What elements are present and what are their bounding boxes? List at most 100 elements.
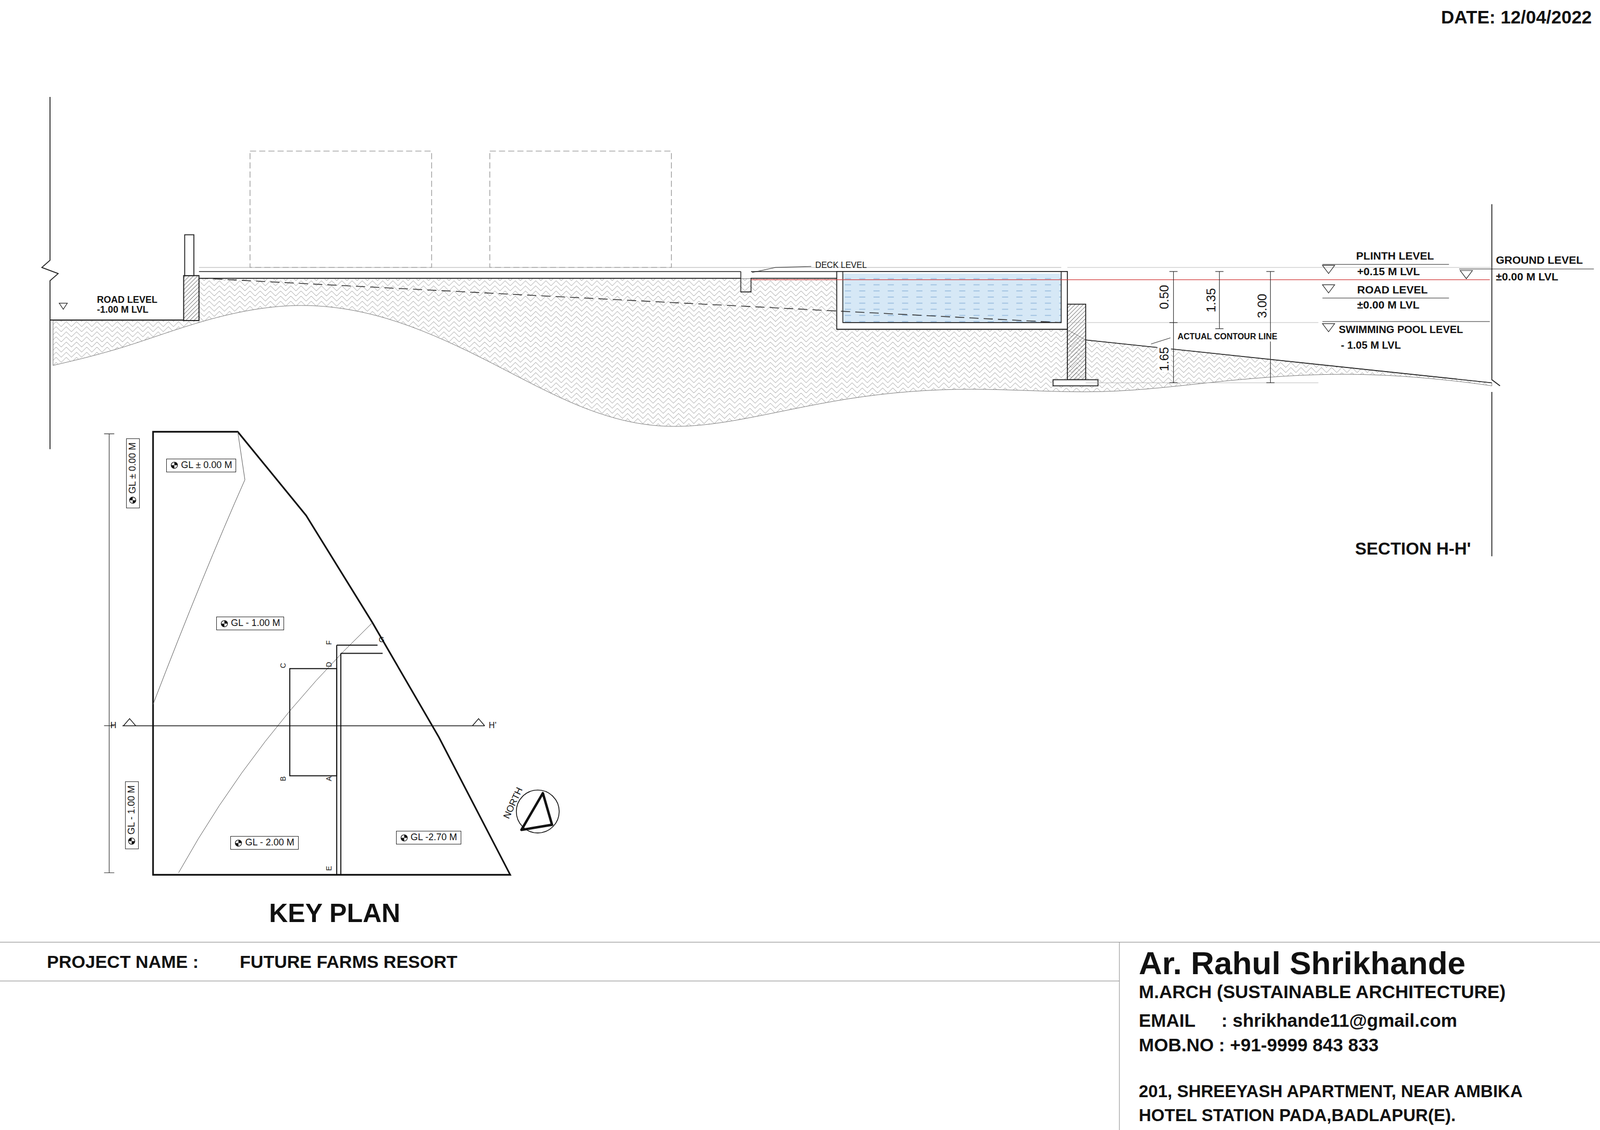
office-address: 201, SHREEYASH APARTMENT, NEAR AMBIKA HO… (1138, 1079, 1582, 1128)
wall-post (184, 234, 194, 276)
dimension-line (1266, 271, 1275, 383)
plan-title: KEY PLAN (268, 899, 401, 928)
section-marker (123, 718, 485, 726)
deck-step (740, 271, 837, 292)
callout-label: ACTUAL CONTOUR LINE (1176, 331, 1278, 342)
project-name: FUTURE FARMS RESORT (239, 952, 458, 972)
contour-line (1085, 339, 1492, 383)
title-field: PROJECT NAME : (46, 952, 199, 972)
level-symbol (171, 462, 178, 469)
contact-field: EMAIL (1138, 1010, 1196, 1031)
pool-water (842, 273, 1062, 323)
pool-wall (836, 271, 1067, 330)
level-text: GL -2.70 M (410, 832, 458, 844)
level-line (1322, 264, 1594, 322)
level-text: GL - 1.00 M (126, 785, 138, 835)
level-symbol (235, 839, 242, 846)
level-label: SWIMMING POOL LEVEL (1338, 323, 1464, 336)
north-symbol (516, 790, 560, 833)
level-value: ±0.00 M LVL (1495, 270, 1559, 283)
level-symbol (220, 619, 229, 628)
building-outline (250, 151, 433, 268)
level-tag: GL - 1.00 M (125, 781, 139, 849)
point-letter: D (325, 661, 334, 668)
phone-number: MOB.NO : +91-9999 843 833 (1138, 1035, 1379, 1056)
level-symbol (400, 833, 409, 842)
level-symbol (128, 838, 135, 845)
level-tag: GL -2.70 M (396, 831, 462, 845)
level-symbol (234, 839, 243, 847)
level-label: GROUND LEVEL (1495, 254, 1583, 267)
level-symbol (129, 497, 136, 504)
level-value: +0.15 M LVL (1357, 265, 1420, 278)
section-letter: H' (488, 720, 497, 731)
level-symbol (171, 462, 178, 469)
level-symbol (400, 834, 408, 841)
level-tag: GL ± 0.00 M (126, 438, 140, 509)
dimension-text: 3.00 (1255, 292, 1270, 320)
level-tag: GL ± 0.00 M (166, 458, 237, 473)
level-label: ROAD LEVEL (1357, 283, 1428, 296)
north-arrow (521, 793, 552, 831)
site-boundary (153, 431, 511, 875)
level-marker (59, 303, 68, 310)
section-letter: H (110, 720, 117, 731)
leader-line (752, 266, 812, 273)
leader-line (1151, 337, 1171, 344)
level-symbol (235, 839, 242, 846)
level-symbol (220, 620, 228, 627)
break-line (41, 96, 58, 450)
level-value: - 1.05 M LVL (1340, 339, 1401, 351)
email-address: : shrikhande11@gmail.com (1221, 1010, 1458, 1031)
existing-slope (199, 278, 1062, 323)
title-block-line (0, 942, 1600, 1130)
wall-line (336, 645, 383, 876)
pool-outline (289, 668, 337, 777)
point-letter: E (325, 866, 334, 871)
level-text: GL ± 0.00 M (127, 442, 139, 494)
architect-name: Ar. Rahul Shrikhande (1138, 945, 1466, 981)
qualification: M.ARCH (SUSTAINABLE ARCHITECTURE) (1138, 981, 1506, 1003)
level-symbol (127, 837, 136, 846)
level-symbol (128, 838, 135, 845)
section-title: SECTION H-H' (1355, 539, 1471, 559)
road-line (50, 319, 184, 321)
section-line (122, 725, 485, 726)
dimension-text: 0.50 (1157, 283, 1172, 311)
level-label: PLINTH LEVEL (1356, 250, 1434, 263)
level-line (1067, 267, 1492, 268)
level-text: GL - 1.00 M (230, 618, 280, 629)
dimension-text: 1.65 (1157, 346, 1172, 373)
deck-slab (199, 271, 742, 279)
level-value: -1.00 M LVL (96, 304, 149, 316)
level-symbol (128, 496, 137, 505)
boundary-wall (183, 275, 199, 321)
pool-water (842, 273, 1062, 323)
level-symbol (220, 620, 228, 627)
level-label: ROAD LEVEL (96, 294, 158, 306)
level-tag: GL - 2.00 M (230, 835, 299, 850)
point-letter: F (325, 640, 334, 646)
north-label: NORTH (501, 785, 525, 821)
deck-surface (199, 267, 1062, 268)
point-letter: C (279, 662, 288, 668)
dimension-line (104, 433, 115, 873)
column (1067, 304, 1086, 380)
level-symbol (400, 834, 408, 841)
point-letter: A (325, 776, 334, 781)
building-outline (489, 151, 672, 268)
callout-label: DECK LEVEL (815, 260, 867, 270)
point-letter: B (279, 776, 288, 781)
level-symbol (129, 497, 136, 504)
ground-hatch (53, 278, 1493, 427)
date-text: DATE: 12/04/2022 (1441, 7, 1592, 28)
pool-wall (842, 271, 1062, 323)
level-tag: GL - 1.00 M (216, 616, 285, 631)
level-value: ±0.00 M LVL (1357, 299, 1420, 312)
level-line (751, 279, 1491, 280)
level-text: GL ± 0.00 M (180, 460, 232, 471)
level-symbol (170, 461, 179, 470)
contour-line (153, 431, 373, 873)
level-line (1067, 322, 1319, 384)
point-letter: G (378, 635, 385, 644)
